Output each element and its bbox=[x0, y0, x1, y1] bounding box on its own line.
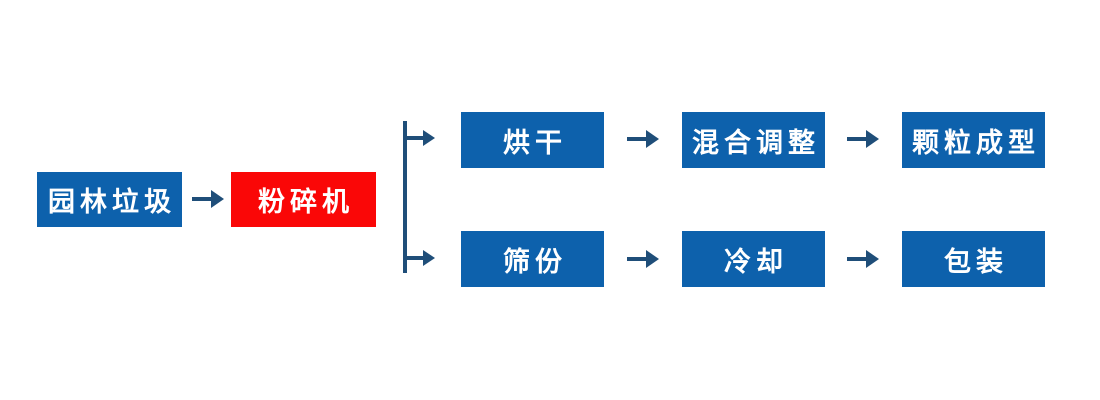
node-drying: 烘干 bbox=[461, 112, 604, 168]
node-crusher: 粉碎机 bbox=[231, 172, 376, 227]
node-packaging-label: 包装 bbox=[944, 246, 1008, 277]
node-pellet-forming: 颗粒成型 bbox=[902, 112, 1045, 168]
node-cooling-label: 冷却 bbox=[724, 246, 788, 277]
node-packaging: 包装 bbox=[902, 231, 1045, 287]
arrow-right-icon bbox=[626, 246, 660, 272]
node-crusher-label: 粉碎机 bbox=[258, 187, 354, 217]
node-pellet-forming-label: 颗粒成型 bbox=[912, 127, 1040, 158]
arrow-right-icon bbox=[846, 246, 880, 272]
node-garden-waste-label: 园林垃圾 bbox=[48, 187, 176, 217]
node-drying-label: 烘干 bbox=[503, 127, 567, 158]
node-screening-label: 筛份 bbox=[503, 246, 567, 277]
arrow-right-icon bbox=[846, 126, 880, 152]
node-mixing-adjustment: 混合调整 bbox=[682, 112, 825, 168]
branch-connector-icon bbox=[385, 113, 445, 283]
arrow-right-icon bbox=[626, 126, 660, 152]
node-garden-waste: 园林垃圾 bbox=[37, 172, 182, 227]
arrow-right-icon bbox=[191, 186, 225, 212]
node-mixing-adjustment-label: 混合调整 bbox=[692, 127, 820, 158]
node-cooling: 冷却 bbox=[682, 231, 825, 287]
node-screening: 筛份 bbox=[461, 231, 604, 287]
